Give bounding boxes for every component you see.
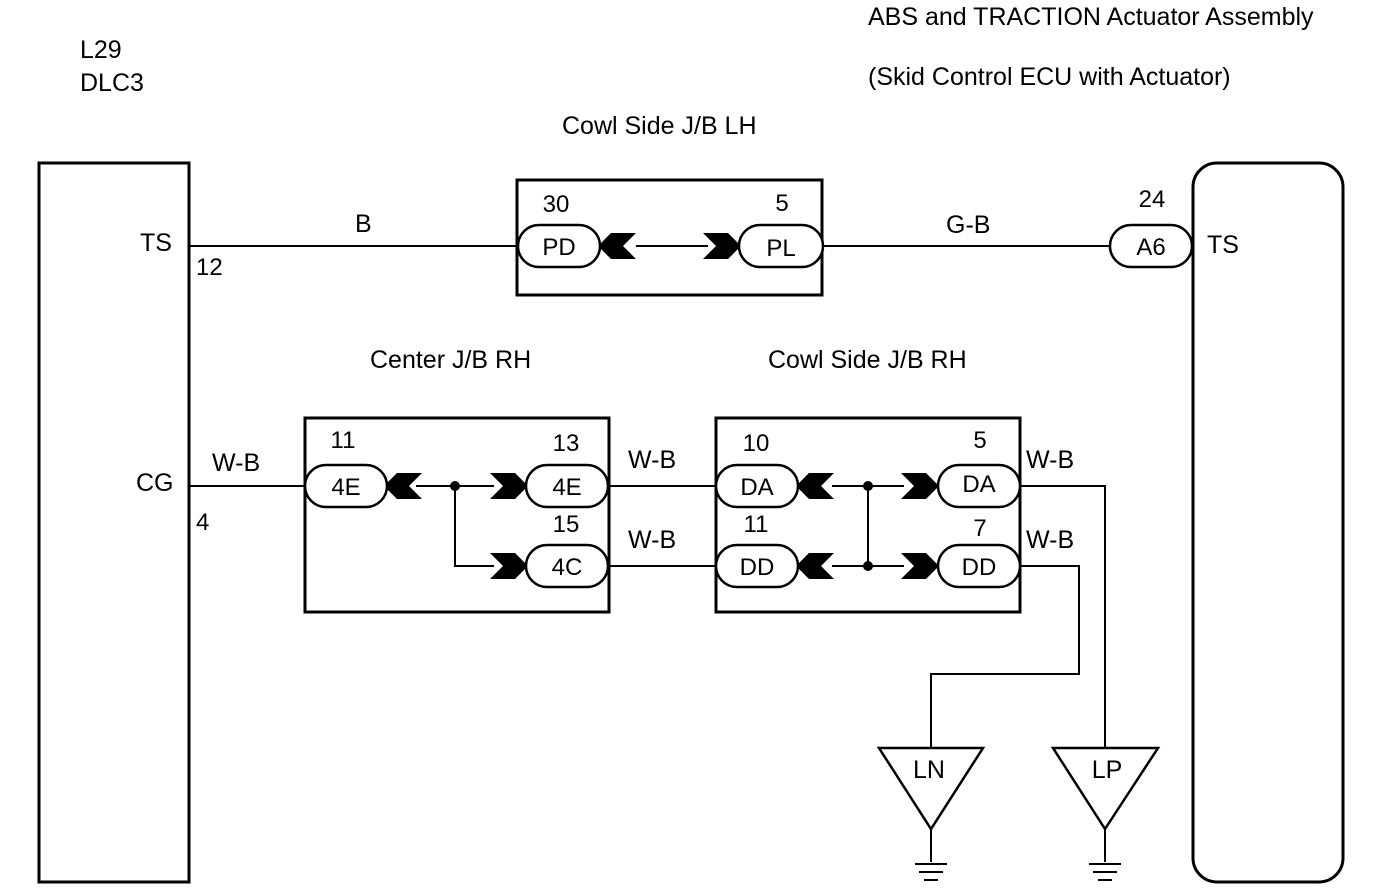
connector-dd-left-shape <box>714 543 800 589</box>
connector-da-right-code: DA <box>962 471 995 498</box>
connector-dd-left-code: DD <box>740 554 775 581</box>
connector-4e-right: 4E 13 <box>524 430 610 509</box>
wire-out-ln <box>930 565 1080 748</box>
ground-ln-label: LN <box>913 756 945 784</box>
connector-4c: 4C 15 <box>524 511 610 589</box>
connector-da-right: DA 5 <box>936 427 1022 509</box>
abs-title-label: ABS and TRACTION Actuator Assembly <box>868 3 1314 31</box>
connector-da-left-pin: 10 <box>743 430 770 457</box>
ground-lp-triangle <box>1050 746 1161 832</box>
connector-da-right-pin: 5 <box>973 427 986 454</box>
dlc3-cg-pin: CG <box>136 469 174 497</box>
wire-label-out-bottom-w-b: W-B <box>1026 526 1074 554</box>
connector-4e-left-shape <box>303 463 389 509</box>
connector-da-left-shape <box>714 463 800 509</box>
connector-pl: PL 5 <box>737 190 825 269</box>
ground-point-lp: LP <box>1050 746 1161 881</box>
connector-da-left: DA 10 <box>714 430 800 509</box>
abs-box <box>1191 161 1345 884</box>
cowl-rh-label: Cowl Side J/B RH <box>768 346 967 374</box>
connector-4e-left-code: 4E <box>331 474 360 501</box>
connector-pd: PD 30 <box>516 191 602 269</box>
dlc3-ts-pin: TS <box>140 229 172 257</box>
connector-da-left-code: DA <box>740 474 773 501</box>
connector-4e-left-pin: 11 <box>331 427 356 454</box>
chevron-right-icon <box>490 553 528 579</box>
chevron-left-icon <box>796 473 834 499</box>
connector-4e-right-code: 4E <box>552 474 581 501</box>
connector-pd-code: PD <box>542 234 575 261</box>
wire-label-out-top-w-b: W-B <box>1026 446 1074 474</box>
ground-lp-label: LP <box>1092 756 1123 784</box>
connector-4e-left: 4E 11 <box>303 427 389 509</box>
chevrons <box>384 233 939 579</box>
connector-dd-right-shape <box>936 543 1022 589</box>
wire-label-g-b: G-B <box>946 211 990 239</box>
connector-pl-pin: 5 <box>775 190 788 217</box>
connector-da-right-shape <box>936 463 1022 509</box>
connector-pd-shape <box>516 223 602 269</box>
chevron-left-icon <box>796 553 834 579</box>
connector-dd-right-pin: 7 <box>973 515 986 542</box>
connector-pd-pin: 30 <box>543 191 570 218</box>
abs-subtitle-label: (Skid Control ECU with Actuator) <box>868 63 1231 91</box>
chevron-right-icon <box>901 553 939 579</box>
dlc3-ts-pin-number: 12 <box>196 254 223 281</box>
cowl-rh-box <box>714 416 1022 614</box>
connector-dd-right-code: DD <box>962 554 997 581</box>
connector-dd-right: DD 7 <box>936 515 1022 589</box>
cowl-lh-label: Cowl Side J/B LH <box>562 112 757 140</box>
connector-4e-right-pin: 13 <box>553 430 580 457</box>
connector-dd-left: DD 11 <box>714 511 800 589</box>
connector-pl-shape <box>737 223 825 269</box>
connector-4c-pin: 15 <box>553 511 580 538</box>
wire-center-internal-branch <box>454 486 494 567</box>
connector-4c-code: 4C <box>552 554 583 581</box>
ground-ln-triangle <box>876 746 986 832</box>
chevron-right-icon <box>703 233 741 259</box>
junction-dot-cowl-top <box>863 481 873 491</box>
chevron-left-icon <box>384 473 422 499</box>
abs-ts-pin: TS <box>1207 231 1239 259</box>
connector-4e-right-shape <box>524 463 610 509</box>
junction-dot-center <box>450 481 460 491</box>
wire-label-center-bottom-w-b: W-B <box>628 526 676 554</box>
dlc3-cg-pin-number: 4 <box>196 509 209 536</box>
connector-a6-code: A6 <box>1136 234 1165 261</box>
center-rh-box <box>303 416 611 614</box>
chevron-left-icon <box>598 233 636 259</box>
center-rh-label: Center J/B RH <box>370 346 531 374</box>
wire-out-lp <box>1019 485 1106 748</box>
connector-a6-shape <box>1108 223 1194 269</box>
dlc3-ref-label: L29 <box>80 36 122 64</box>
connector-pl-code: PL <box>766 235 795 262</box>
junction-dot-cowl-bottom <box>863 561 873 571</box>
wire-label-b: B <box>355 210 372 238</box>
connector-dd-left-pin: 11 <box>744 511 769 538</box>
chevron-right-icon <box>490 473 528 499</box>
connector-a6: A6 24 <box>1108 186 1194 269</box>
connector-a6-pin: 24 <box>1139 186 1166 213</box>
connector-4c-shape <box>524 543 610 589</box>
chevron-right-icon <box>901 473 939 499</box>
wire-label-center-top-w-b: W-B <box>628 446 676 474</box>
dlc3-name-label: DLC3 <box>80 69 144 97</box>
wire-label-cg-w-b: W-B <box>212 449 260 477</box>
ground-point-ln: LN <box>876 746 986 881</box>
dlc3-box <box>37 161 191 884</box>
